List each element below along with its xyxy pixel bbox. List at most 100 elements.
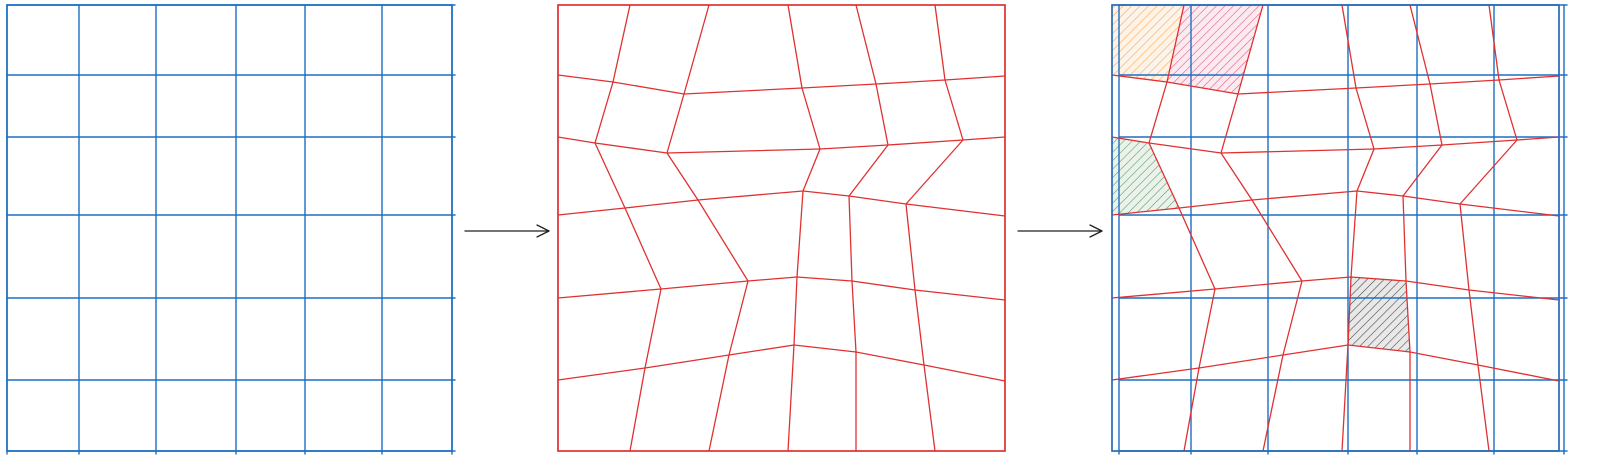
overlay-deformed-grid-vsegment (1262, 354, 1284, 452)
deformed-grid-vsegment (796, 190, 804, 278)
overlay-deformed-grid-vsegment (1251, 199, 1303, 282)
deformed-grid-vsegment (594, 81, 614, 144)
highlighted-cell-orange (1112, 5, 1184, 82)
deformed-grid-hsegment (848, 195, 907, 205)
overlay-grid-panel (1111, 4, 1568, 455)
deformed-grid-hsegment (905, 203, 1006, 217)
overlay-deformed-grid-hsegment (1178, 199, 1253, 209)
overlay-deformed-grid-hsegment (1237, 87, 1357, 95)
overlay-deformed-grid-hsegment (1220, 148, 1375, 154)
deformed-grid-hsegment (914, 289, 1006, 301)
deformed-grid-hsegment (855, 351, 925, 366)
deformed-grid-hsegment (557, 136, 596, 144)
deformed-grid-hsegment (801, 83, 877, 89)
overlay-deformed-grid-hsegment (1301, 276, 1352, 282)
overlay-deformed-grid-vsegment (1237, 4, 1264, 95)
deformed-grid-hsegment (683, 87, 803, 95)
overlay-deformed-grid-hsegment (1251, 190, 1358, 201)
deformed-grid-hsegment (747, 276, 798, 282)
overlay-deformed-grid-hsegment (1498, 75, 1560, 81)
deformed-grid-vsegment (644, 288, 662, 369)
overlay-deformed-grid-vsegment (1220, 93, 1239, 154)
overlay-deformed-grid-vsegment (1347, 276, 1352, 346)
overlay-deformed-grid-vsegment (1341, 4, 1357, 89)
overlay-deformed-grid-hsegment (1111, 207, 1180, 216)
overlay-deformed-grid-hsegment (1441, 139, 1518, 146)
deformed-grid-hsegment (875, 79, 946, 85)
deformed-grid-vsegment (683, 4, 710, 95)
deformed-grid-vsegment (855, 4, 877, 85)
deformed-grid-hsegment (851, 280, 916, 291)
deformed-grid-vsegment (624, 207, 662, 290)
overlay-deformed-grid-hsegment (1477, 364, 1560, 382)
highlighted-cell-green (1112, 137, 1179, 215)
overlay-deformed-grid-vsegment (1402, 195, 1407, 282)
overlay-deformed-grid-vsegment (1429, 83, 1443, 146)
deformed-grid-vsegment (905, 139, 964, 205)
deformed-grid-hsegment (923, 364, 1006, 382)
deformed-grid-hsegment (557, 367, 646, 381)
overlay-deformed-grid-vsegment (1468, 289, 1479, 366)
deformed-grid-hsegment (624, 199, 699, 209)
original-grid-panel (6, 4, 456, 455)
overlay-deformed-grid-vsegment (1498, 79, 1518, 141)
overlay-deformed-grid-vsegment (1148, 142, 1180, 209)
arrow-1-head (536, 224, 550, 238)
overlay-deformed-grid-hsegment (1409, 351, 1479, 366)
overlay-deformed-grid-hsegment (1111, 74, 1168, 83)
overlay-grid-border (1111, 4, 1560, 452)
highlighted-cell-gray (1348, 277, 1410, 352)
deformed-grid-vsegment (629, 367, 646, 452)
overlay-deformed-grid-hsegment (1405, 280, 1470, 291)
overlay-deformed-grid-vsegment (1148, 81, 1168, 144)
arrow-1 (464, 224, 550, 238)
deformed-grid-vsegment (697, 199, 749, 282)
overlay-deformed-grid-vsegment (1178, 207, 1216, 290)
arrows-layer (464, 224, 1103, 238)
overlay-deformed-grid-vsegment (1477, 364, 1490, 452)
deformed-grid-vsegment (914, 289, 925, 366)
deformed-grid-vsegment (728, 280, 749, 356)
overlay-deformed-grid-hsegment (1356, 190, 1404, 197)
original-grid-border (6, 4, 453, 452)
overlay-deformed-grid-vsegment (1350, 190, 1358, 278)
deformed-grid-hsegment (594, 142, 668, 154)
deformed-grid-hsegment (796, 276, 853, 282)
overlay-deformed-grid-hsegment (1516, 136, 1560, 141)
deformed-grid-panel (557, 4, 1006, 452)
deformed-grid-hsegment (793, 344, 857, 353)
overlay-deformed-grid-hsegment (1148, 142, 1222, 154)
deformed-grid-vsegment (666, 152, 699, 201)
overlay-deformed-grid-vsegment (1459, 203, 1470, 291)
deformed-grid-vsegment (905, 203, 916, 291)
deformed-grid-vsegment (934, 4, 946, 81)
overlay-deformed-grid-vsegment (1459, 139, 1518, 205)
deformed-grid-hsegment (557, 288, 662, 299)
overlay-deformed-grid-vsegment (1356, 148, 1375, 192)
overlay-deformed-grid-vsegment (1282, 280, 1303, 356)
deformed-grid-hsegment (944, 75, 1006, 81)
deformed-grid-hsegment (666, 148, 821, 154)
deformed-grid-vsegment (944, 79, 964, 141)
deformed-grid-vsegment (851, 280, 857, 353)
overlay-deformed-grid-hsegment (1111, 288, 1216, 299)
overlay-deformed-grid-vsegment (1341, 344, 1349, 452)
overlay-deformed-grid-hsegment (1373, 144, 1443, 150)
deformed-grid-hsegment (819, 144, 889, 150)
deformed-grid-hsegment (697, 190, 804, 201)
overlay-deformed-grid-vsegment (1405, 280, 1411, 353)
overlay-deformed-grid-hsegment (1111, 367, 1200, 381)
overlay-deformed-grid-vsegment (1220, 152, 1253, 201)
overlay-deformed-grid-vsegment (1355, 87, 1375, 150)
deformed-grid-vsegment (787, 4, 803, 89)
arrow-2 (1017, 224, 1103, 238)
deformed-grid-hsegment (557, 207, 626, 216)
deformed-grid-hsegment (644, 354, 730, 369)
deformed-grid-hsegment (962, 136, 1006, 141)
overlay-deformed-grid-hsegment (1166, 81, 1239, 95)
deformed-grid-vsegment (848, 195, 853, 282)
overlay-deformed-grid-vsegment (1409, 4, 1431, 85)
deformed-grid-hsegment (802, 190, 850, 197)
